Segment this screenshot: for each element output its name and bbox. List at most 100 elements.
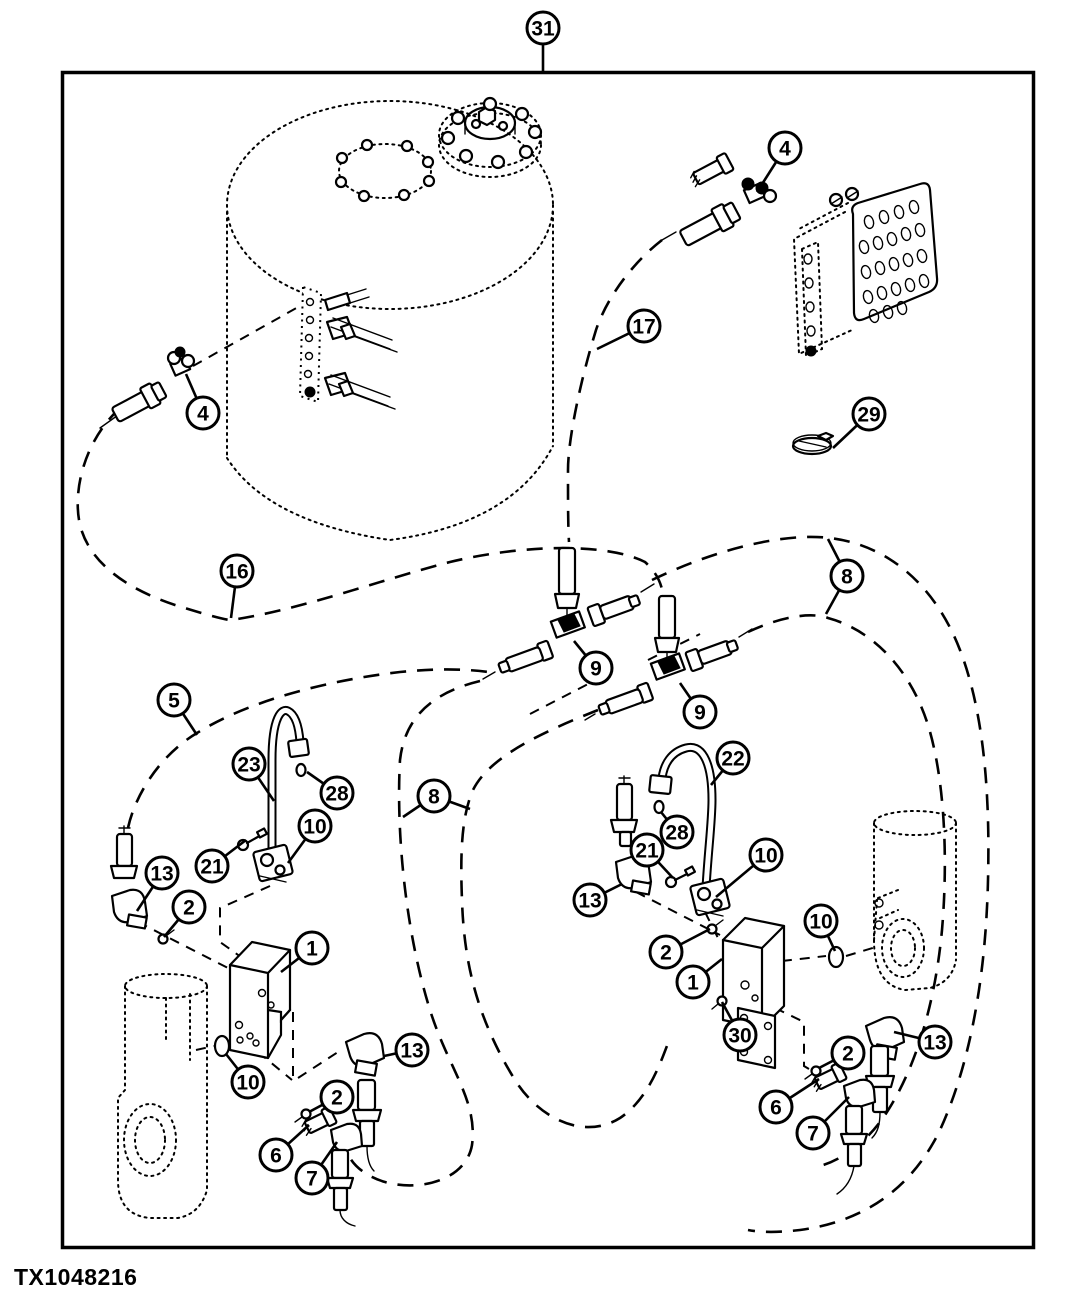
right-cylinder <box>873 810 957 992</box>
hose-16 <box>76 407 665 622</box>
callout-2: 2 <box>648 927 711 970</box>
callout-10: 10 <box>715 837 784 898</box>
o-ring-10-right <box>827 945 845 969</box>
callout-17: 17 <box>596 308 662 351</box>
bracket-clip-top <box>323 291 352 312</box>
svg-text:21: 21 <box>200 856 224 879</box>
elbow-13-left <box>110 888 149 930</box>
tube-nut <box>287 737 310 759</box>
svg-text:28: 28 <box>325 783 349 806</box>
tank-pump-flange <box>438 96 543 178</box>
hose-17 <box>566 238 663 543</box>
straight-fitting-b <box>836 1104 869 1195</box>
callout-6: 6 <box>758 1077 820 1125</box>
svg-text:31: 31 <box>531 18 555 41</box>
bolt-21-right <box>664 865 697 889</box>
svg-text:7: 7 <box>306 1168 318 1191</box>
valve-block-ports <box>858 199 930 324</box>
callout-29: 29 <box>832 396 887 449</box>
callout-13: 13 <box>893 1024 953 1060</box>
callout-10: 10 <box>286 808 333 864</box>
valve-block-side-ports <box>800 240 824 358</box>
callout-28: 28 <box>659 811 695 850</box>
tee-assembly-left <box>482 546 655 680</box>
hose-5 <box>126 668 496 829</box>
callout-8: 8 <box>824 538 865 615</box>
straight-fitting-a <box>351 1078 383 1172</box>
svg-text:6: 6 <box>270 1145 282 1168</box>
callout-1: 1 <box>280 930 330 974</box>
svg-text:21: 21 <box>635 840 659 863</box>
elbow-7 <box>329 1122 364 1153</box>
callout-2: 2 <box>818 1035 866 1071</box>
svg-text:17: 17 <box>632 316 655 339</box>
callout-8: 8 <box>402 778 471 819</box>
svg-text:13: 13 <box>923 1032 946 1055</box>
callout-13: 13 <box>135 855 180 912</box>
callout-9: 9 <box>572 640 614 686</box>
callout-22: 22 <box>709 740 751 786</box>
callout-31: 31 <box>525 10 561 72</box>
callout-9: 9 <box>678 682 718 730</box>
o-ring-28-right <box>653 799 665 815</box>
callout-23: 23 <box>231 746 276 802</box>
screw-2-bottom-right <box>804 1065 822 1080</box>
svg-text:28: 28 <box>665 822 689 845</box>
callout-13: 13 <box>572 882 623 918</box>
pilot-tube-right <box>648 742 731 917</box>
elbow-7 <box>842 1078 877 1109</box>
svg-text:30: 30 <box>728 1025 751 1048</box>
svg-text:8: 8 <box>428 786 440 809</box>
callout-16: 16 <box>219 553 255 619</box>
tank-clamp-bracket <box>299 286 398 410</box>
svg-text:1: 1 <box>687 972 699 995</box>
tube-nut <box>648 774 673 796</box>
svg-text:9: 9 <box>694 702 706 725</box>
svg-text:10: 10 <box>236 1072 259 1095</box>
hydraulic-tank <box>226 96 554 542</box>
screw-30 <box>711 995 728 1010</box>
svg-text:13: 13 <box>150 863 173 886</box>
svg-text:13: 13 <box>400 1040 423 1063</box>
tee-assembly-right <box>584 594 753 721</box>
tee-4-left <box>166 346 196 377</box>
callout-30: 30 <box>720 1001 758 1053</box>
callout-1: 1 <box>675 957 723 1000</box>
fitting-cluster-bottom-left <box>294 1032 386 1227</box>
svg-text:2: 2 <box>331 1087 343 1110</box>
hose-8-inner <box>747 614 947 1168</box>
svg-text:4: 4 <box>197 403 209 426</box>
callout-4: 4 <box>755 130 803 193</box>
callout-7: 7 <box>294 1141 339 1196</box>
straight-fitting-b <box>325 1148 356 1227</box>
svg-text:6: 6 <box>770 1097 782 1120</box>
diagram-border <box>60 70 1036 1250</box>
callout-2: 2 <box>308 1079 355 1115</box>
svg-text:10: 10 <box>303 816 326 839</box>
screw-2-right-top <box>706 919 724 935</box>
hose-clamp-29 <box>791 431 835 456</box>
svg-text:29: 29 <box>857 404 880 427</box>
callout-6: 6 <box>258 1124 310 1173</box>
svg-text:2: 2 <box>183 897 195 920</box>
tank-cover-bolt-ring <box>334 138 436 203</box>
bolt-21-left <box>236 827 269 852</box>
valve-block-top-bolts <box>828 186 860 208</box>
svg-text:8: 8 <box>841 566 853 589</box>
valve-block-face <box>851 182 939 322</box>
svg-text:16: 16 <box>225 561 248 584</box>
svg-text:22: 22 <box>721 748 744 771</box>
svg-text:9: 9 <box>590 658 602 681</box>
svg-text:10: 10 <box>809 911 832 934</box>
valve-block-fittings <box>661 152 778 247</box>
svg-text:23: 23 <box>237 754 260 777</box>
o-ring-10-left <box>213 1034 231 1058</box>
figure-id-label: TX1048216 <box>14 1264 138 1290</box>
svg-text:10: 10 <box>754 845 777 868</box>
svg-text:2: 2 <box>842 1043 854 1066</box>
svg-text:2: 2 <box>660 942 672 965</box>
tank-tee-fitting-left <box>99 346 196 429</box>
adapter-column-left <box>109 825 175 945</box>
